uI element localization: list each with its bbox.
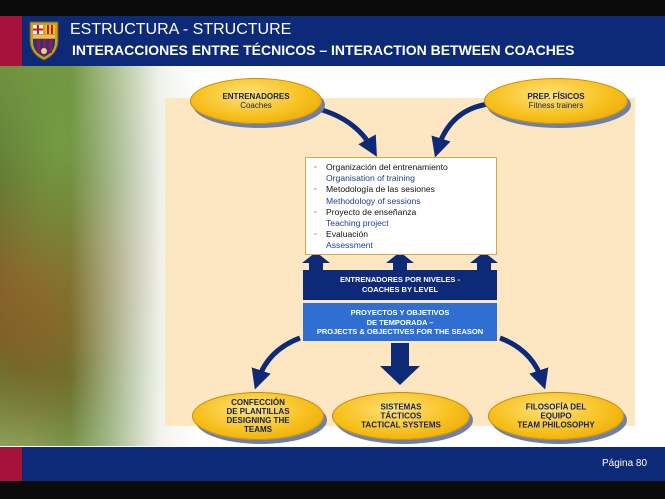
bottom-bar xyxy=(0,481,665,499)
tactical-line1: SISTEMAS xyxy=(380,402,422,412)
arrow-projects-to-teams xyxy=(251,335,301,390)
philosophy-line3: TEAM PHILOSOPHY xyxy=(517,420,595,430)
node-coaches-by-level: ENTRENADORES POR NIVELES - COACHES BY LE… xyxy=(303,270,497,300)
bullet-icon: ▫ xyxy=(314,231,317,239)
node-team-philosophy: FILOSOFÍA DEL EQUIPO TEAM PHILOSOPHY xyxy=(488,392,624,440)
page-label: Página xyxy=(602,458,634,469)
projects-line3: PROJECTS & OBJECTIVES FOR THE SEASON xyxy=(316,326,484,336)
node-fitness-trainers: PREP. FÍSICOS Fitness trainers xyxy=(484,78,628,124)
node-tactical-systems: SISTEMAS TÁCTICOS TACTICAL SYSTEMS xyxy=(332,392,470,440)
levels-line1: ENTRENADORES POR NIVELES - xyxy=(339,275,460,284)
tactical-line3: TACTICAL SYSTEMS xyxy=(361,420,441,430)
node-coaches-en: Coaches xyxy=(240,101,272,110)
page-number: 80 xyxy=(635,458,648,469)
node-coaches: ENTRENADORES Coaches xyxy=(190,78,322,124)
teams-line3: DESIGNING THE xyxy=(226,416,290,425)
up-arrows xyxy=(302,252,498,270)
page-indicator: Página 80 xyxy=(602,458,647,469)
node-coaches-es: ENTRENADORES xyxy=(222,92,290,101)
footer: Página 80 xyxy=(0,447,665,481)
header-accent xyxy=(0,16,22,66)
philosophy-line2: EQUIPO xyxy=(540,411,572,421)
header: ESTRUCTURA - STRUCTURE INTERACCIONES ENT… xyxy=(0,16,665,66)
arrow-projects-to-philosophy xyxy=(499,335,549,390)
slide-title: ESTRUCTURA - STRUCTURE xyxy=(70,21,292,38)
top-bar xyxy=(0,0,665,16)
arrow-fitness-to-list xyxy=(431,101,489,158)
teams-line2: DE PLANTILLAS xyxy=(226,407,290,416)
levels-line2: COACHES BY LEVEL xyxy=(361,285,439,294)
node-designing-teams: CONFECCIÓN DE PLANTILLAS DESIGNING THE T… xyxy=(192,392,324,440)
philosophy-line1: FILOSOFÍA DEL xyxy=(525,402,587,412)
bullet-icon: ▫ xyxy=(314,208,317,216)
bullet-icon: ▫ xyxy=(314,164,317,171)
bullet-icon: ▫ xyxy=(314,186,317,194)
club-crest-icon xyxy=(29,21,59,61)
node-fitness-en: Fitness trainers xyxy=(528,101,584,110)
node-season-projects: PROYECTOS Y OBJETIVOS DE TEMPORADA – PRO… xyxy=(303,303,497,341)
arrow-projects-to-tactical xyxy=(380,343,420,385)
footer-accent xyxy=(0,447,22,481)
projects-line1: PROYECTOS Y OBJETIVOS xyxy=(350,307,450,317)
node-fitness-es: PREP. FÍSICOS xyxy=(527,92,585,101)
tactical-line2: TÁCTICOS xyxy=(380,411,422,421)
projects-line2: DE TEMPORADA – xyxy=(366,317,434,327)
slide-subtitle: INTERACCIONES ENTRE TÉCNICOS – INTERACTI… xyxy=(72,42,575,58)
teams-line4: TEAMS xyxy=(244,425,272,434)
arrow-coaches-to-list xyxy=(314,105,377,157)
teams-line1: CONFECCIÓN xyxy=(231,398,285,407)
